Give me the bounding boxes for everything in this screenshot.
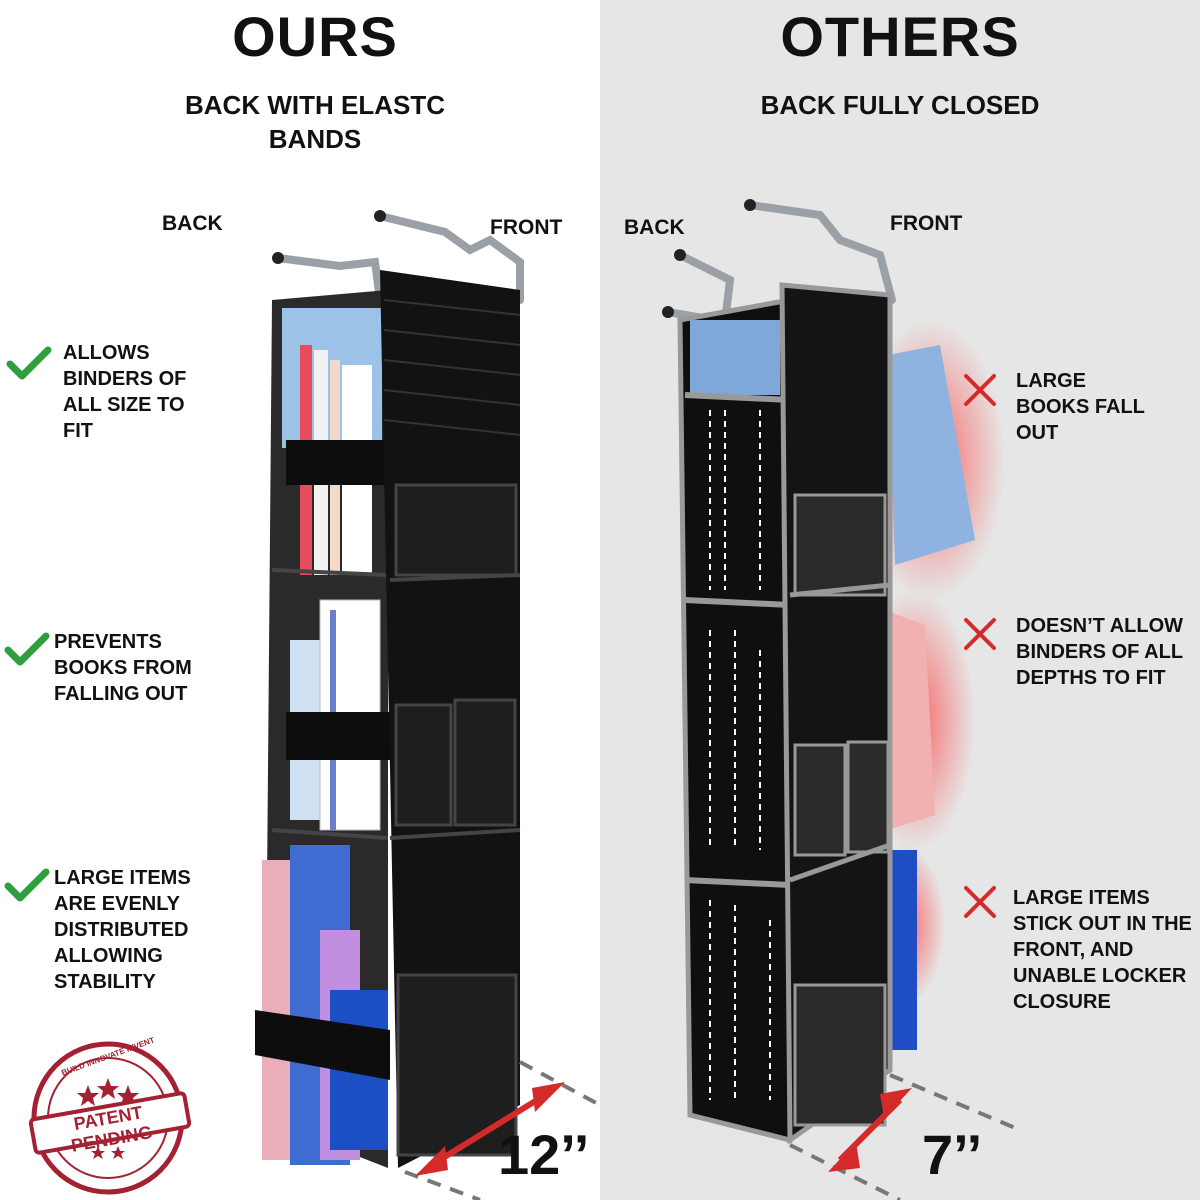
others-width-label: 7’’: [922, 1123, 983, 1186]
ours-subtitle: BACK WITH ELASTC BANDS: [185, 90, 445, 154]
others-subtitle: BACK FULLY CLOSED: [760, 90, 1040, 120]
ours-title: OURS: [232, 5, 398, 68]
ours-front-label: FRONT: [490, 216, 563, 239]
others-front-label: FRONT: [890, 212, 963, 235]
others-back-label: BACK: [624, 216, 685, 239]
others-feature-3: LARGE ITEMS STICK OUT IN THE FRONT, AND …: [1013, 887, 1192, 1013]
ours-width-label: 12’’: [498, 1123, 590, 1186]
ours-back-label: BACK: [162, 212, 223, 235]
others-feature-1: LARGE BOOKS FALL OUT: [1016, 370, 1145, 444]
cross-icon: [964, 374, 996, 406]
cross-icon: [964, 618, 996, 650]
ours-feature-2: PREVENTS BOOKS FROM FALLING OUT: [54, 631, 192, 705]
others-feature-2: DOESN’T ALLOW BINDERS OF ALL DEPTHS TO F…: [1016, 615, 1184, 689]
ours-organizer-image: [255, 210, 601, 1200]
checkmark-icon: [4, 632, 50, 666]
others-organizer-image: [662, 199, 1021, 1200]
ours-feature-1: ALLOWS BINDERS OF ALL SIZE TO FIT: [63, 342, 187, 442]
checkmark-icon: [6, 346, 52, 380]
cross-icon: [964, 886, 996, 918]
ours-feature-3: LARGE ITEMS ARE EVENLY DISTRIBUTED ALLOW…: [54, 867, 191, 993]
patent-pending-badge: [28, 1041, 192, 1195]
others-title: OTHERS: [780, 5, 1020, 68]
checkmark-icon: [4, 868, 50, 902]
